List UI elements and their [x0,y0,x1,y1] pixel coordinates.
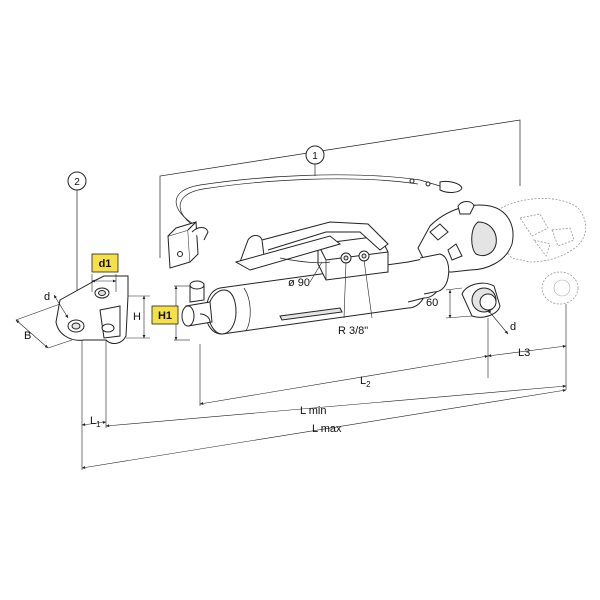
d-right-label: d [510,321,516,333]
cylinder-body [205,253,450,335]
b-label: B [24,330,31,342]
callout-1-frame: 1 [159,119,521,258]
d1-highlight: d1 [91,253,119,273]
safety-cable [175,174,463,229]
callout-2: 2 [67,171,87,295]
ball-pin [461,282,501,318]
h1-highlight: H1 [151,305,179,325]
dimension-lines-fork [15,274,190,349]
l2-label: L2 [360,375,371,389]
thread-label: R 3/8" [338,325,368,337]
diameter-label: ø 90 [288,277,310,289]
tractor-arm-ghost [496,198,586,305]
d-left-label: d [44,291,50,303]
l-max-label: L max [312,423,342,435]
l3-label: L3 [518,347,530,359]
h1-label: H1 [158,310,172,322]
piston-rod-end [181,280,213,327]
h-label: H [133,311,141,323]
l1-label: L1 [90,415,101,429]
clamp-bracket [167,220,209,269]
callout-2-text: 2 [74,177,80,188]
dimension-labels: d B H L1 ø 90 R 3/8" 60 d L3 L2 L min L … [24,277,530,435]
dimension-lines-length [81,259,567,470]
fork-head [55,275,129,344]
sixty-label: 60 [426,297,438,309]
d1-label: d1 [99,258,112,270]
callout-1-text: 1 [312,151,318,162]
callout-1-circle [305,145,325,165]
lever-bracket [234,221,389,271]
l-min-label: L min [300,405,327,417]
